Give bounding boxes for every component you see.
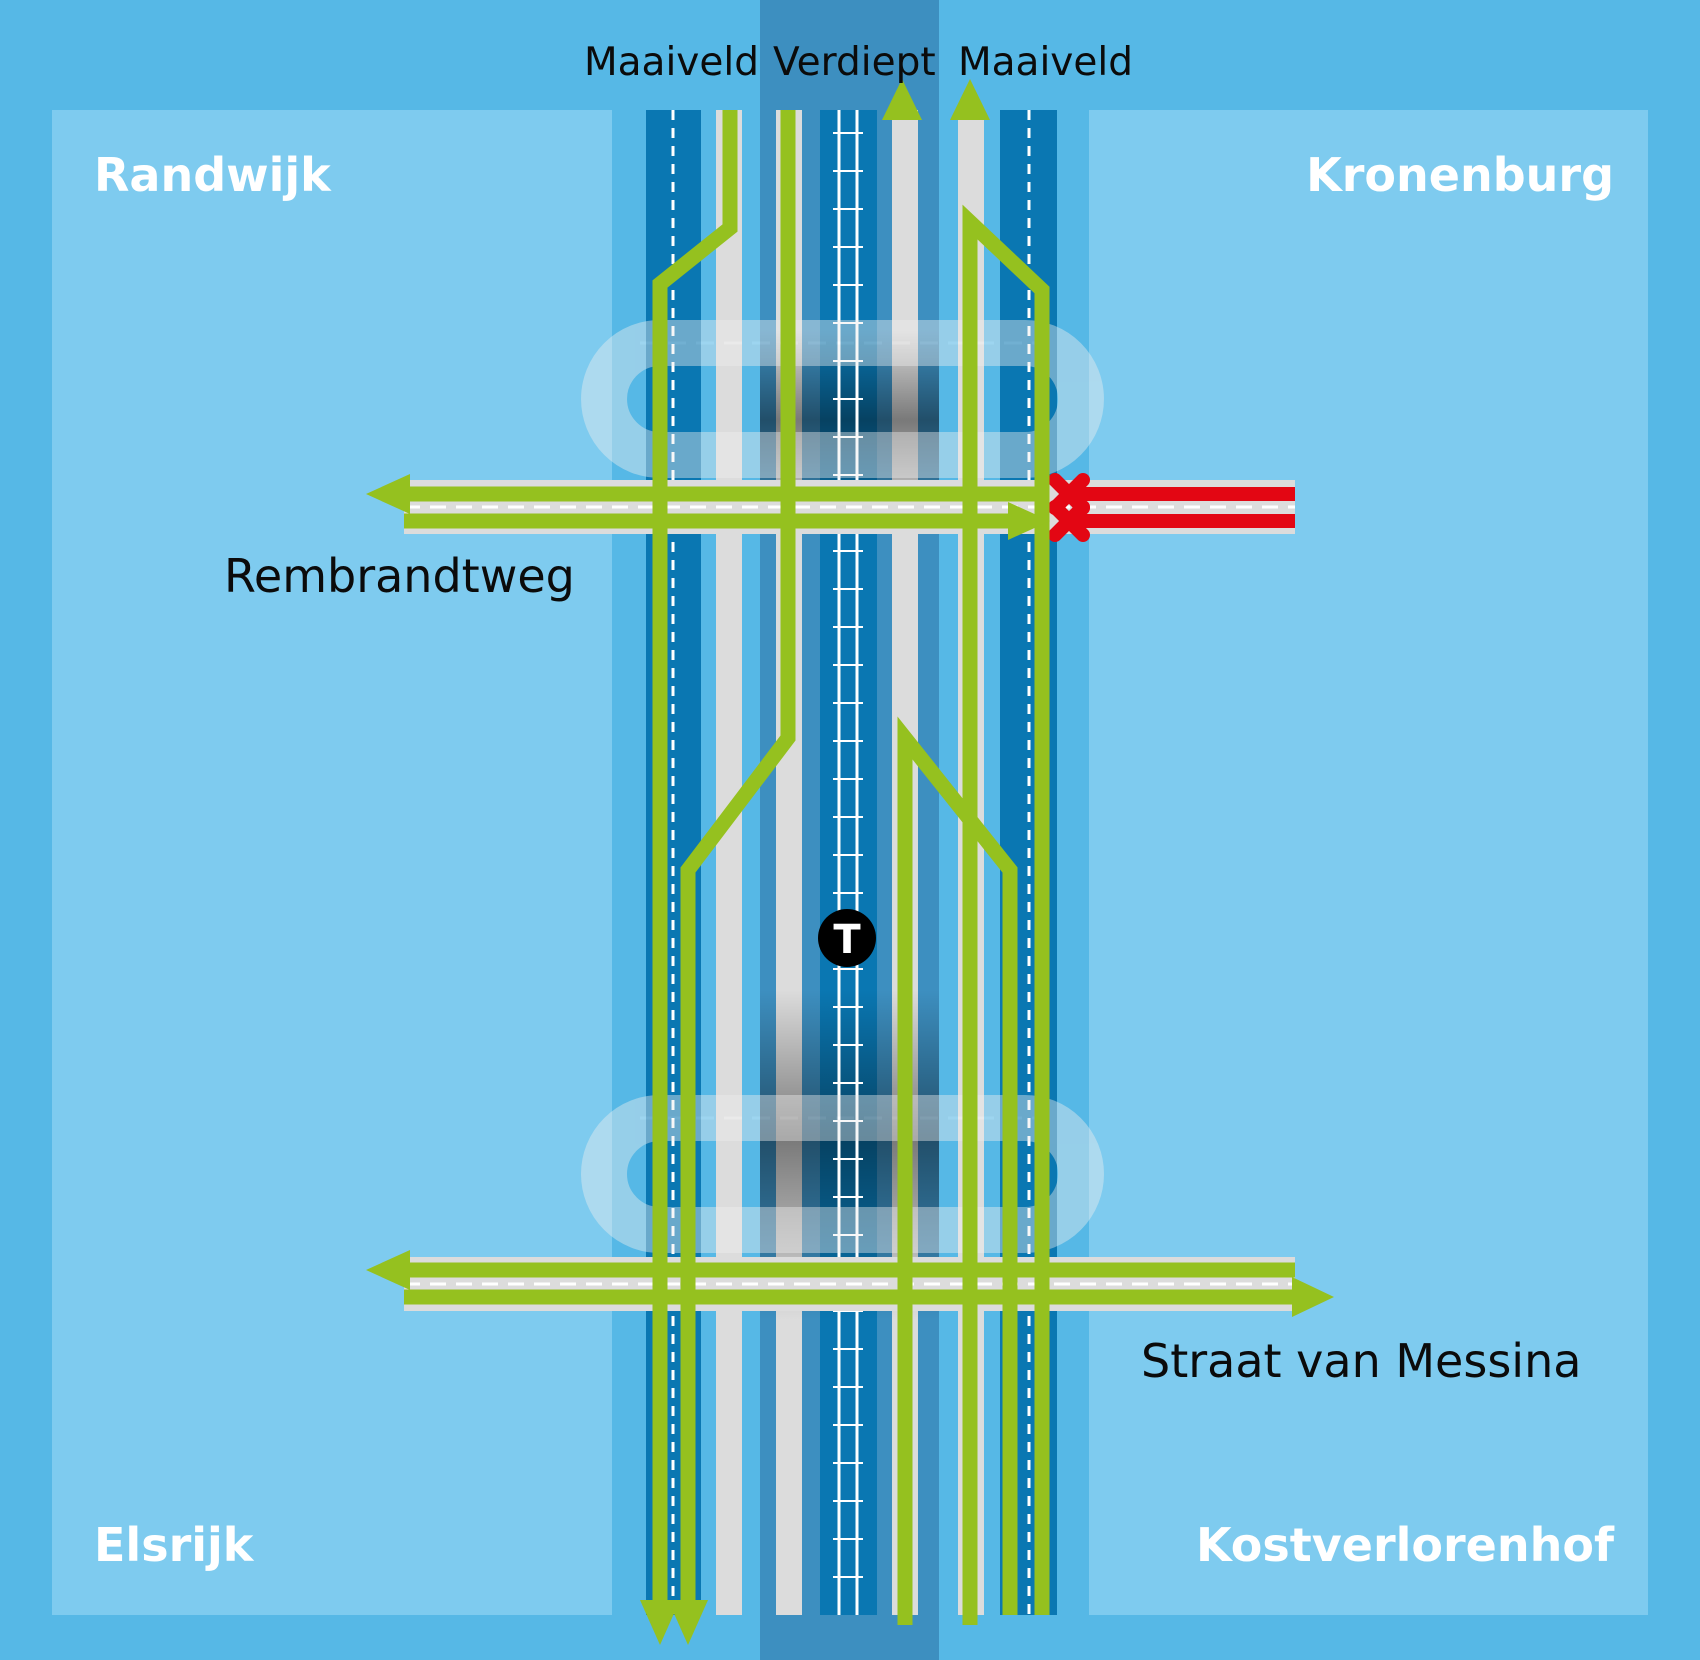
column-label-maaiveld-east: Maaiveld xyxy=(958,40,1133,85)
blocked-x-icon xyxy=(1048,473,1090,542)
arrow-icon xyxy=(1292,1277,1334,1317)
district-label-kostverlorenhof: Kostverlorenhof xyxy=(1195,1518,1614,1572)
street-label-rembrandtweg: Rembrandtweg xyxy=(224,549,575,603)
route-maaiveld-west-outer xyxy=(652,110,738,1600)
route-arrows xyxy=(366,79,1334,1645)
route-verdiept-east xyxy=(897,716,1018,1625)
route-maaiveld-east xyxy=(962,204,1050,1625)
blocked-access xyxy=(1048,473,1295,542)
district-label-randwijk: Randwijk xyxy=(94,148,331,202)
route-verdiept-west xyxy=(680,110,796,1600)
district-label-elsrijk: Elsrijk xyxy=(94,1518,254,1572)
tram-stop-icon: T xyxy=(818,909,876,967)
arrow-icon xyxy=(668,1600,708,1645)
district-block-east xyxy=(1089,110,1648,1615)
arrow-icon xyxy=(882,79,922,120)
street-label-messina: Straat van Messina xyxy=(1141,1334,1582,1388)
tram-track-ties xyxy=(833,132,863,1578)
district-label-kronenburg: Kronenburg xyxy=(1306,148,1614,202)
tram-stop-letter: T xyxy=(833,917,861,963)
arrow-icon xyxy=(950,79,990,120)
arrow-icon xyxy=(640,1600,680,1645)
column-label-maaiveld-west: Maaiveld xyxy=(584,40,759,85)
arrow-icon xyxy=(1008,502,1050,540)
arrow-icon xyxy=(366,474,410,514)
column-label-verdiept: Verdiept xyxy=(773,40,936,85)
district-block-west xyxy=(52,110,612,1615)
arrow-icon xyxy=(366,1250,410,1290)
traffic-routes xyxy=(404,110,1300,1625)
road-strip-1 xyxy=(716,110,742,1615)
